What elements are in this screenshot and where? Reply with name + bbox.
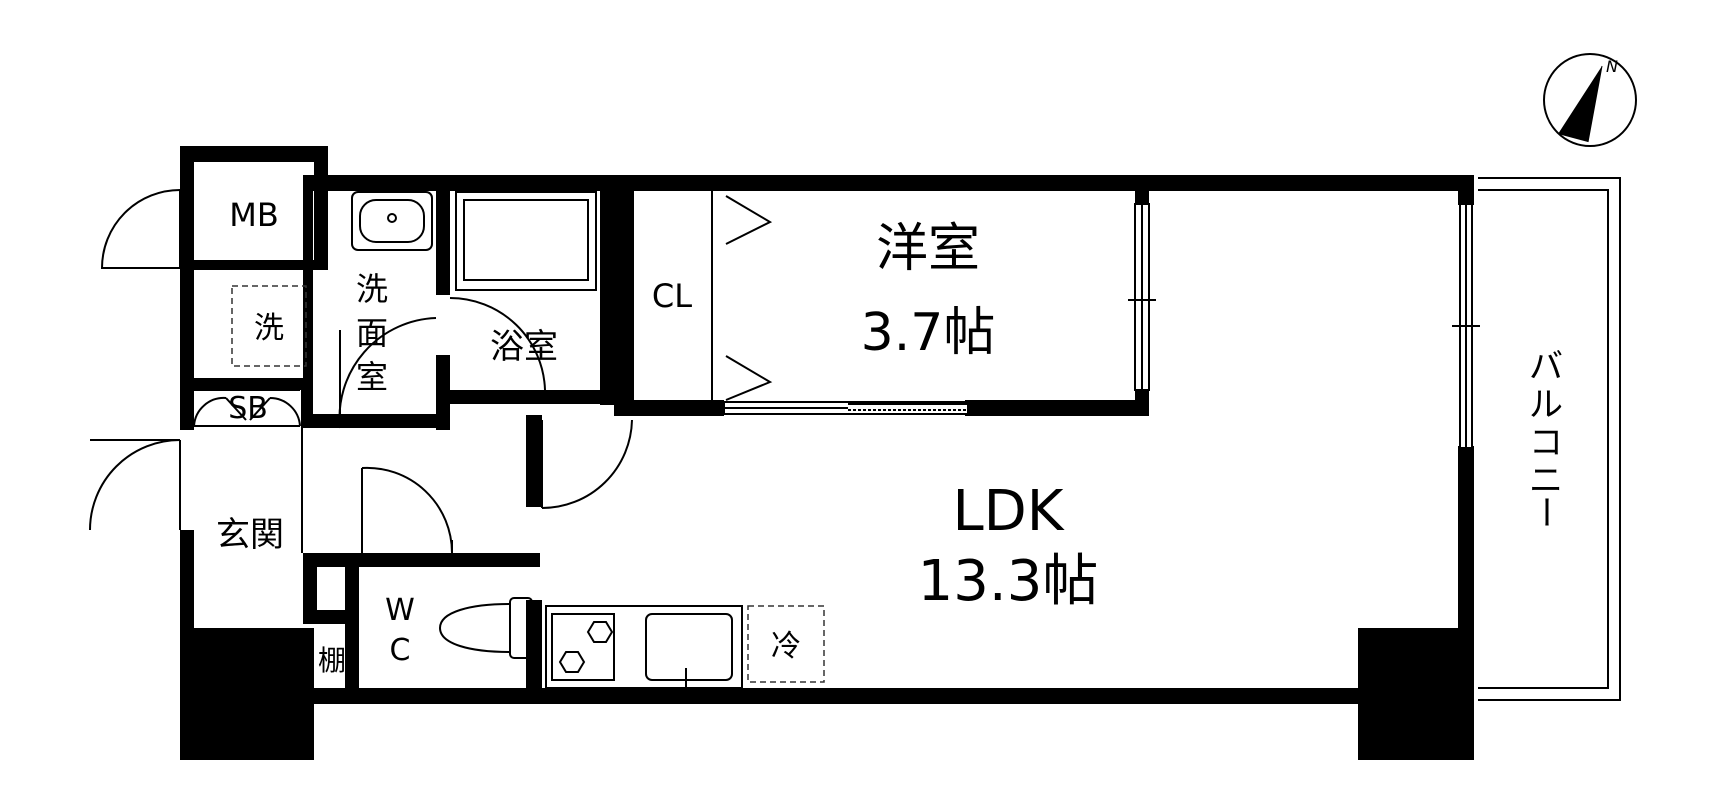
room-labels: MB 洗 洗 面 室 浴室 SB 玄関 CL 洋室 3.7帖 LDK 13.3帖… — [216, 196, 1565, 677]
bath-label: 浴室 — [490, 327, 558, 367]
compass-n-label: N — [1606, 57, 1618, 76]
washbasin — [351, 191, 433, 251]
kitchen-counter — [545, 605, 743, 689]
washroom-label-2: 面 — [356, 314, 388, 352]
fridge-label: 冷 — [771, 629, 801, 664]
sb-label: SB — [228, 391, 268, 426]
doors — [89, 189, 773, 554]
shelf-label: 棚 — [318, 644, 346, 677]
fixtures — [231, 191, 825, 689]
western-room-name: 洋室 — [876, 219, 980, 279]
balcony-label-3: コ — [1529, 423, 1563, 463]
laundry-pan — [231, 285, 307, 367]
north-arrow-icon: N — [1543, 53, 1637, 147]
balcony-label-2: ル — [1529, 385, 1563, 425]
washroom-label-1: 洗 — [356, 270, 388, 308]
balcony-label-4: ニ — [1529, 461, 1563, 501]
balcony — [1478, 177, 1621, 701]
bathtub — [455, 191, 597, 291]
entrance-label: 玄関 — [216, 515, 284, 555]
fridge-space — [747, 605, 825, 683]
windows — [723, 203, 1480, 449]
toilet — [438, 597, 533, 659]
ldk-size: 13.3帖 — [918, 549, 1099, 614]
closet-label: CL — [652, 277, 692, 315]
wc-label-w: W — [385, 593, 415, 628]
balcony-label-1: バ — [1529, 347, 1563, 387]
partitions — [194, 389, 303, 553]
laundry-label: 洗 — [254, 311, 284, 346]
balcony-label-5: ー — [1525, 495, 1565, 529]
walls — [180, 146, 1474, 760]
wc-label-c: C — [390, 633, 411, 668]
washroom-label-3: 室 — [356, 358, 388, 396]
western-room-size: 3.7帖 — [861, 303, 996, 363]
mb-label: MB — [229, 196, 279, 234]
ldk-name: LDK — [952, 479, 1064, 544]
